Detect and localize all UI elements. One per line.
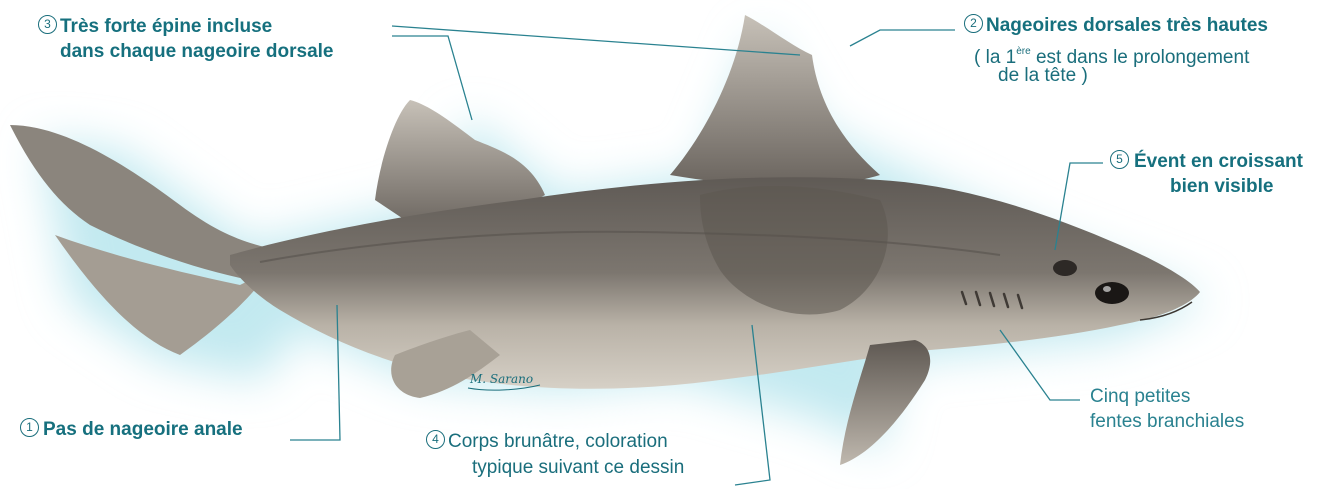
label-3-line1: Très forte épine incluse (60, 15, 272, 38)
label-2-number: 2 (964, 14, 983, 33)
eye (1095, 282, 1129, 304)
label-4-number: 4 (426, 430, 445, 449)
label-4-line2: typique suivant ce dessin (472, 456, 684, 479)
label-4-line1: Corps brunâtre, coloration (448, 430, 668, 453)
label-2-line3: de la tête ) (998, 64, 1088, 87)
label-1-number: 1 (20, 418, 39, 437)
label-1-text: Pas de nageoire anale (43, 418, 243, 441)
gills-line1: Cinq petites (1090, 385, 1190, 408)
first-dorsal-fin (670, 15, 880, 186)
label-3-number: 3 (38, 15, 57, 34)
label-3-line2: dans chaque nageoire dorsale (60, 40, 333, 63)
label-5-line2: bien visible (1170, 175, 1273, 198)
signature: M. Sarano (469, 372, 533, 386)
spiracle (1053, 260, 1077, 276)
label-5-line1: Évent en croissant (1134, 150, 1303, 173)
label-2-title: Nageoires dorsales très hautes (986, 14, 1268, 37)
gills-line2: fentes branchiales (1090, 410, 1244, 433)
label-5-number: 5 (1110, 150, 1129, 169)
